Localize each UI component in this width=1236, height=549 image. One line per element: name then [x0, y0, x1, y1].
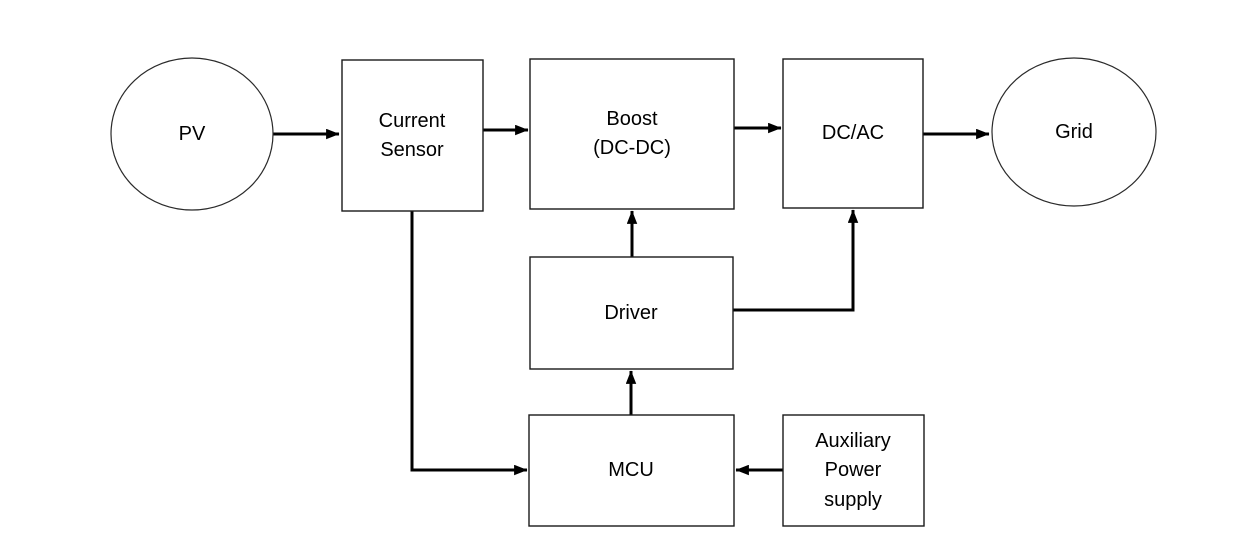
grid-ellipse: [991, 57, 1157, 207]
current-sensor-box: [341, 59, 484, 212]
node-driver: Driver: [529, 256, 734, 370]
node-current-sensor: Current Sensor: [341, 59, 484, 212]
aux-power-box: [782, 414, 925, 527]
boost-label-line2: (DC-DC): [593, 137, 671, 159]
mcu-label: MCU: [608, 459, 654, 481]
grid-label: Grid: [1055, 121, 1093, 143]
node-mcu: MCU: [528, 414, 735, 527]
aux-power-label-line2: Power: [825, 459, 882, 481]
boost-label-line1: Boost: [606, 108, 658, 130]
node-dcac: DC/AC: [782, 58, 924, 209]
edges: [273, 122, 990, 476]
mcu-box: [528, 414, 735, 527]
edge-current-sensor-to-mcu: [410, 211, 528, 476]
edge-driver-to-dcac: [733, 209, 859, 312]
node-grid: Grid: [991, 57, 1157, 207]
pv-label: PV: [179, 123, 206, 145]
current-sensor-label-line2: Sensor: [380, 139, 444, 161]
aux-power-label-line3: supply: [824, 489, 882, 511]
node-pv: PV: [110, 57, 274, 211]
dcac-box: [782, 58, 924, 209]
aux-power-label-line1: Auxiliary: [815, 430, 891, 452]
driver-box: [529, 256, 734, 370]
node-aux-power: Auxiliary Power supply: [782, 414, 925, 527]
dcac-label: DC/AC: [822, 122, 884, 144]
boost-box: [529, 58, 735, 210]
node-boost: Boost (DC-DC): [529, 58, 735, 210]
pv-ellipse: [110, 57, 274, 211]
current-sensor-label-line1: Current: [379, 110, 446, 132]
driver-label: Driver: [604, 302, 658, 324]
